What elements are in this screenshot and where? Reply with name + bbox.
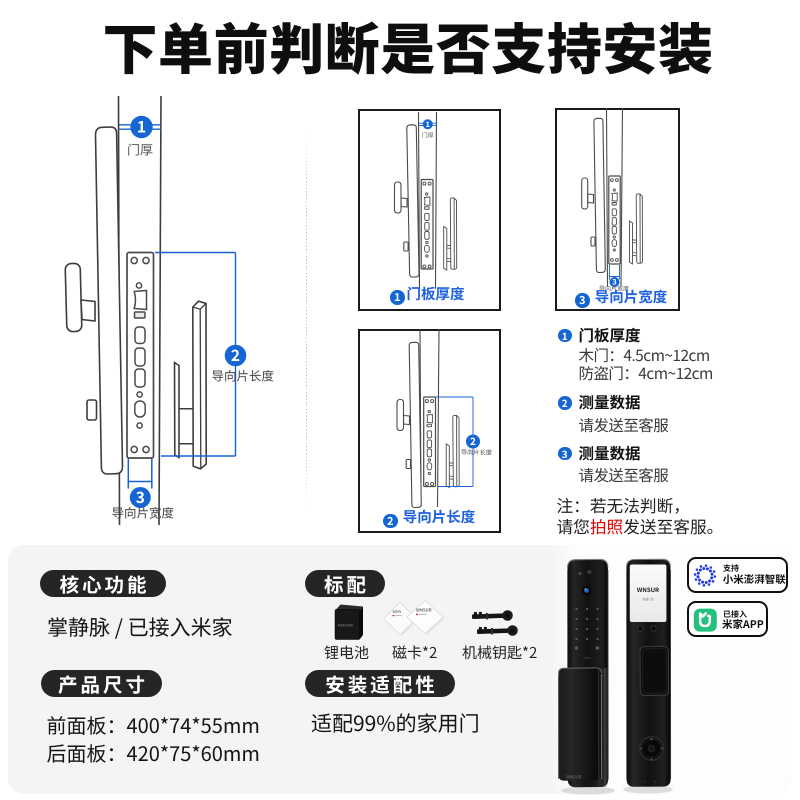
svg-text:3: 3 bbox=[136, 486, 145, 508]
svg-text:导向片长度: 导向片长度 bbox=[461, 448, 492, 457]
svg-text:WNSUR: WNSUR bbox=[566, 775, 582, 781]
svg-text:WNS: WNS bbox=[393, 610, 402, 615]
svg-text:导向片宽度: 导向片宽度 bbox=[112, 503, 175, 522]
svg-text:2: 2 bbox=[470, 433, 476, 448]
svg-text:智能·锁: 智能·锁 bbox=[642, 597, 654, 602]
svg-text:1: 1 bbox=[425, 119, 429, 130]
svg-text:3: 3 bbox=[612, 277, 616, 288]
svg-text:WNSUR: WNSUR bbox=[416, 608, 432, 614]
svg-text:导向片长度: 导向片长度 bbox=[212, 365, 275, 384]
svg-text:4000mAh: 4000mAh bbox=[338, 624, 354, 629]
svg-text:1: 1 bbox=[137, 114, 146, 138]
svg-text:2: 2 bbox=[231, 344, 240, 366]
svg-text:WNSUR: WNSUR bbox=[637, 585, 659, 594]
svg-text:门厚: 门厚 bbox=[422, 131, 434, 140]
svg-text:门厚: 门厚 bbox=[127, 140, 153, 159]
svg-text:导向片宽度: 导向片宽度 bbox=[599, 284, 629, 293]
